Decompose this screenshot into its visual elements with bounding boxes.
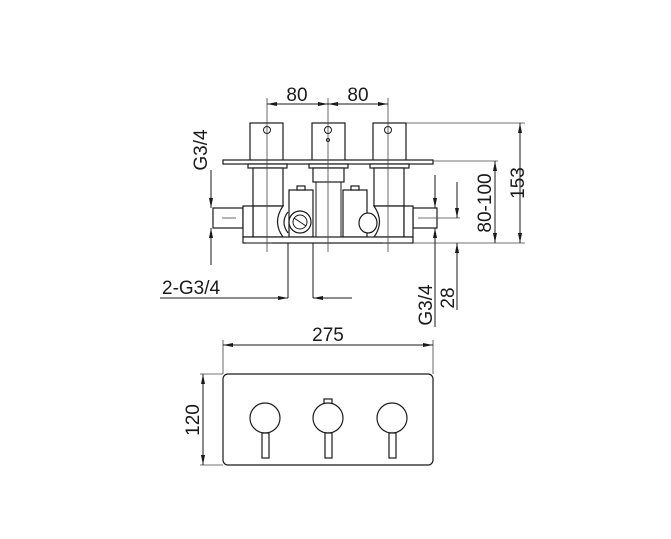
dimension-height: 120	[183, 404, 204, 436]
handle-middle	[312, 398, 344, 459]
dimension-spacing-left: 80	[286, 85, 307, 106]
side-view: 80 80 G3/4 2-G3/4 153 80-100 G3/4 28	[160, 85, 529, 327]
dimension-outlet: 2-G3/4	[162, 278, 221, 299]
cartridge-head-left	[249, 122, 284, 162]
handle-left	[249, 402, 281, 459]
dimension-width: 275	[312, 325, 344, 346]
dimension-installation-depth: 80-100	[475, 173, 496, 232]
cartridge-head-middle	[311, 122, 346, 162]
handle-right	[376, 402, 408, 459]
dimension-inlet-left: G3/4	[191, 129, 212, 171]
dimension-spacing-right: 80	[347, 85, 368, 106]
dimension-total-depth: 153	[508, 167, 529, 199]
cartridge-head-right	[372, 122, 407, 162]
front-view: 275 120	[183, 325, 434, 466]
dimension-inlet-offset: 28	[438, 287, 459, 308]
dimension-inlet-right: G3/4	[416, 284, 437, 326]
